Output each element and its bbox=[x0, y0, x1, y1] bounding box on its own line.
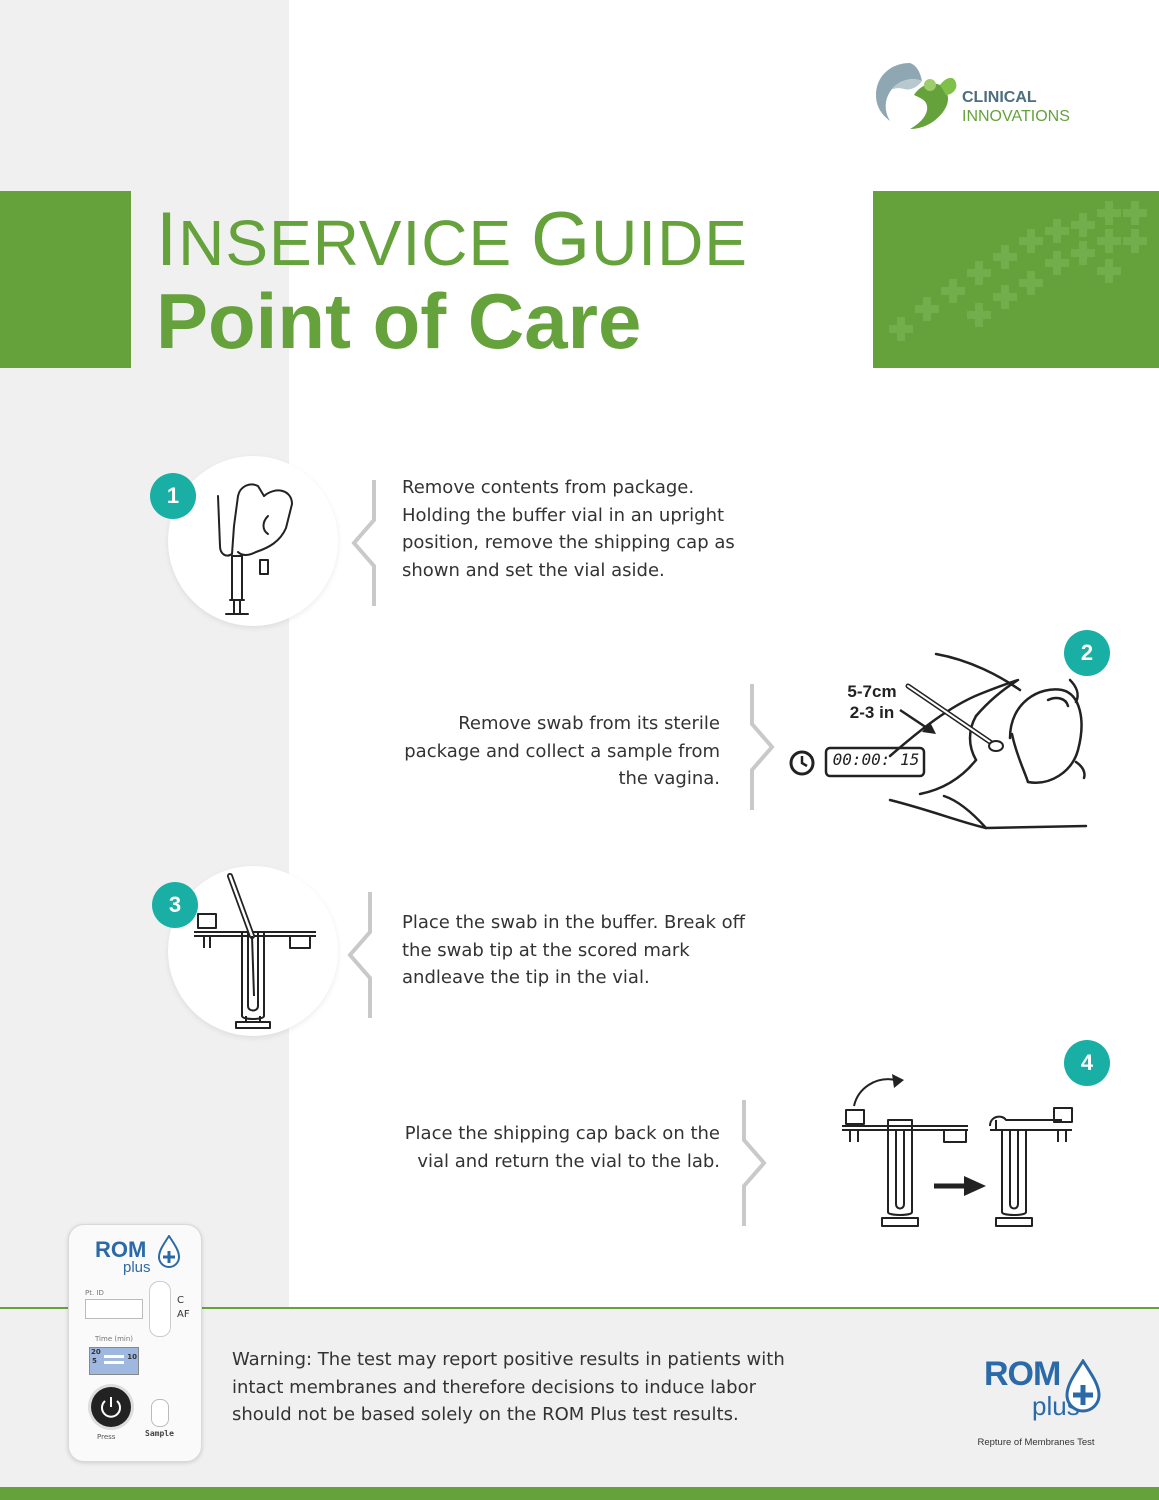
warning-text: Warning: The test may report positive re… bbox=[232, 1349, 785, 1425]
cap-replacement-illustration bbox=[842, 1074, 1073, 1227]
device-press-label: Press bbox=[97, 1433, 116, 1441]
title-point-of-care: Point of Care bbox=[156, 277, 642, 365]
clinical-innovations-mark-icon bbox=[876, 63, 957, 129]
device-c-label: C bbox=[177, 1295, 184, 1306]
device-pt-id-label: Pt. ID bbox=[85, 1289, 104, 1297]
clinical-innovations-logo: CLINICAL INNOVATIONS bbox=[870, 55, 1110, 140]
step-1-text: Remove contents from package. Holding th… bbox=[402, 477, 735, 581]
bottom-divider bbox=[0, 1307, 1159, 1309]
device-brand-plus: plus bbox=[123, 1259, 151, 1276]
rom-plus-device: ROM plus Pt. ID C AF Time (min) 20 5 10 … bbox=[68, 1224, 202, 1462]
step-3-bracket-icon bbox=[347, 892, 372, 1018]
cross-pattern-icon bbox=[889, 201, 1147, 341]
rom-plus-logo-rom: ROM bbox=[984, 1355, 1061, 1393]
device-lcd-5: 5 bbox=[92, 1357, 97, 1365]
device-power-button[interactable] bbox=[91, 1387, 131, 1427]
device-sample-well bbox=[151, 1399, 169, 1427]
step-2-text: Remove swab from its sterile package and… bbox=[404, 713, 720, 789]
swab-in-vial-icon bbox=[194, 873, 316, 1029]
device-af-label: AF bbox=[177, 1309, 190, 1320]
device-result-window bbox=[149, 1281, 171, 1337]
power-icon bbox=[101, 1397, 121, 1418]
step-3-illustration bbox=[168, 866, 338, 1036]
device-time-label: Time (min) bbox=[95, 1335, 134, 1343]
step-3-number-badge: 3 bbox=[152, 882, 198, 928]
device-drop-plus-icon bbox=[157, 1235, 181, 1268]
step-3-text: Place the swab in the buffer. Break off … bbox=[402, 912, 746, 988]
green-accent-bar-left bbox=[0, 191, 131, 368]
drop-plus-icon bbox=[1065, 1359, 1101, 1413]
rom-plus-caption: Repture of Membranes Test bbox=[977, 1437, 1095, 1448]
swab-depth-label: 5-7cm 2-3 in bbox=[836, 681, 908, 723]
step-1-bracket-icon bbox=[351, 480, 376, 606]
step-4-text: Place the shipping cap back on the vial … bbox=[404, 1123, 720, 1172]
depth-cm: 5-7cm bbox=[847, 682, 897, 701]
depth-in: 2-3 in bbox=[849, 703, 895, 722]
swab-collection-illustration bbox=[789, 652, 1088, 830]
device-lcd-10: 10 bbox=[127, 1353, 137, 1361]
step-2-bracket-icon bbox=[750, 684, 775, 810]
device-pt-id-box bbox=[85, 1299, 143, 1319]
logo-text-innovations: INNOVATIONS bbox=[962, 108, 1070, 125]
device-lcd-display: 20 5 10 bbox=[89, 1347, 139, 1375]
step-2-number-badge: 2 bbox=[1064, 630, 1110, 676]
timer-readout: 00:00: 15 bbox=[832, 750, 920, 769]
device-sample-label: Sample bbox=[145, 1429, 174, 1438]
device-lcd-20: 20 bbox=[91, 1348, 101, 1356]
rom-plus-logo: ROM plus bbox=[980, 1355, 1120, 1450]
logo-text-clinical: CLINICAL bbox=[962, 89, 1037, 106]
title-inservice-guide: INSERVICE GUIDE bbox=[156, 197, 748, 282]
bottom-green-strip bbox=[0, 1487, 1159, 1500]
hand-removing-cap-icon bbox=[217, 483, 293, 615]
green-accent-bar-right bbox=[873, 191, 1159, 368]
device-brand-rom: ROM bbox=[95, 1237, 147, 1262]
step-1-number-badge: 1 bbox=[150, 473, 196, 519]
step-1-illustration bbox=[168, 456, 338, 626]
step-4-bracket-icon bbox=[742, 1100, 767, 1226]
step-4-number-badge: 4 bbox=[1064, 1040, 1110, 1086]
